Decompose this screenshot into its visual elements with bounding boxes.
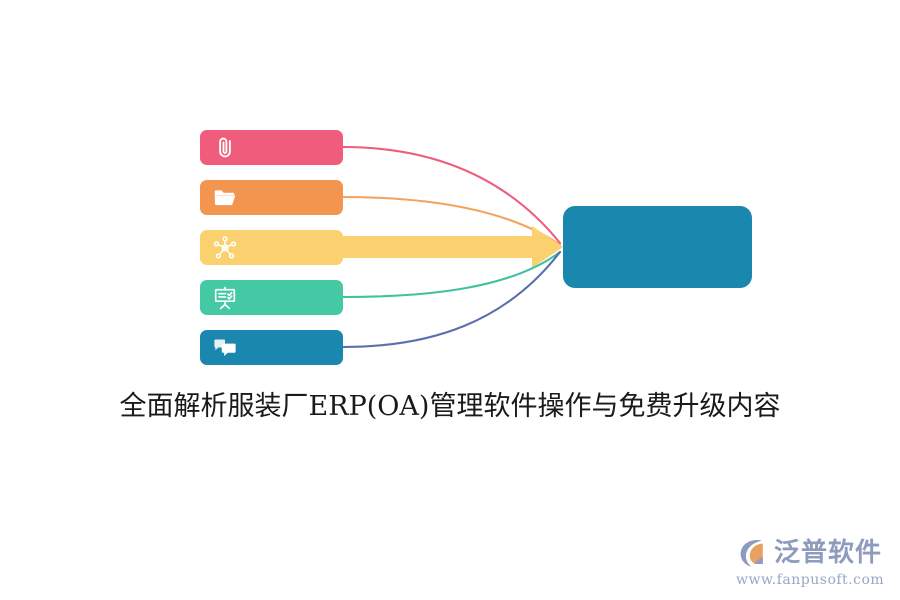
diagram-node-2[interactable] <box>200 180 343 215</box>
brand-logo: 泛普软件 www.fanpusoft.com <box>736 534 886 592</box>
page-caption: 全面解析服装厂ERP(OA)管理软件操作与免费升级内容 <box>119 391 781 422</box>
chat-bubbles-icon <box>214 338 236 356</box>
network-hub-icon <box>213 235 237 259</box>
diagram-node-1[interactable] <box>200 130 343 165</box>
connector-line-5 <box>341 250 562 349</box>
diagram-node-3[interactable] <box>200 230 343 265</box>
brand-url: www.fanpusoft.com <box>736 572 885 588</box>
connector-arrow-3 <box>343 226 563 268</box>
paperclip-icon <box>219 137 231 157</box>
presentation-board-icon <box>214 286 236 309</box>
connector-line-4 <box>341 250 562 299</box>
brand-name: 泛普软件 <box>774 538 883 568</box>
connector-line-1 <box>341 145 562 245</box>
diagram-target-node[interactable] <box>563 206 752 288</box>
diagram-node-4[interactable] <box>200 280 343 315</box>
brand-logo-row: 泛普软件 <box>736 534 886 572</box>
folder-icon <box>214 189 236 205</box>
diagram-node-5[interactable] <box>200 330 343 365</box>
fanpu-logo-icon <box>740 540 763 567</box>
